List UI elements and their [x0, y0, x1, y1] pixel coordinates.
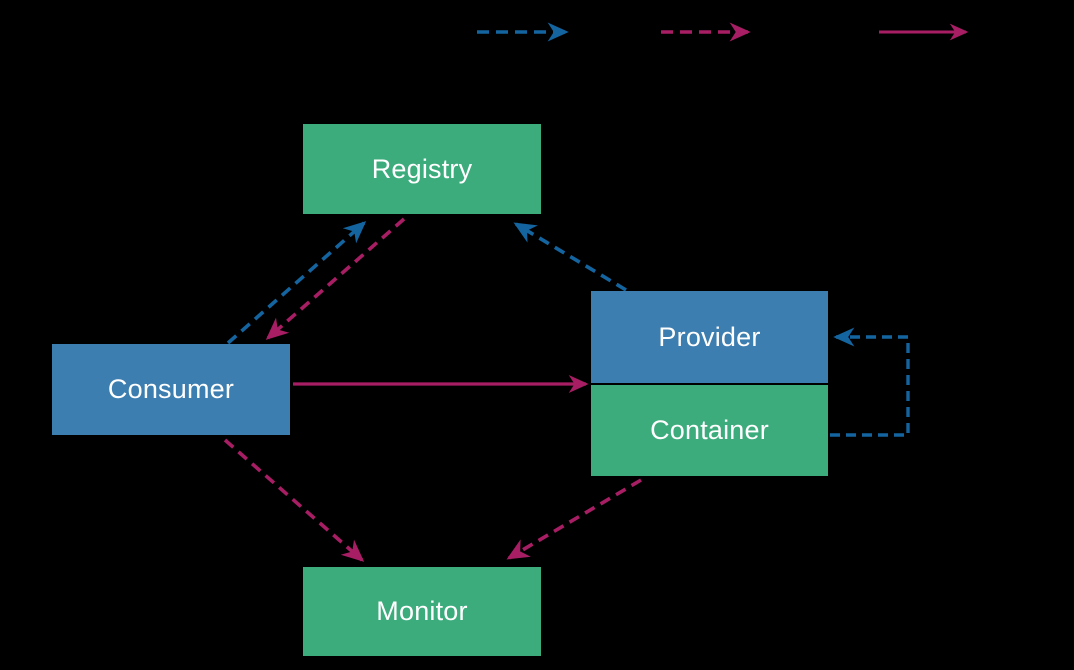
edge-registry-to-consumer	[265, 217, 406, 340]
node-monitor[interactable]: Monitor	[303, 567, 541, 656]
edge-provider-to-registry	[513, 222, 627, 292]
edge-consumer-to-monitor	[223, 438, 365, 562]
edge-container-to-monitor	[506, 478, 642, 560]
node-monitor-label: Monitor	[376, 596, 468, 626]
node-provider[interactable]: Provider	[591, 291, 828, 383]
node-registry[interactable]: Registry	[303, 124, 541, 214]
node-container[interactable]: Container	[591, 385, 828, 476]
node-consumer-label: Consumer	[107, 374, 235, 404]
node-consumer[interactable]: Consumer	[52, 344, 290, 435]
node-container-label: Container	[650, 415, 769, 445]
legend	[0, 0, 1074, 70]
edge-container-to-provider-loop	[830, 327, 910, 437]
edge-consumer-to-registry	[226, 221, 367, 345]
node-registry-label: Registry	[371, 153, 473, 184]
node-provider-label: Provider	[658, 321, 761, 352]
